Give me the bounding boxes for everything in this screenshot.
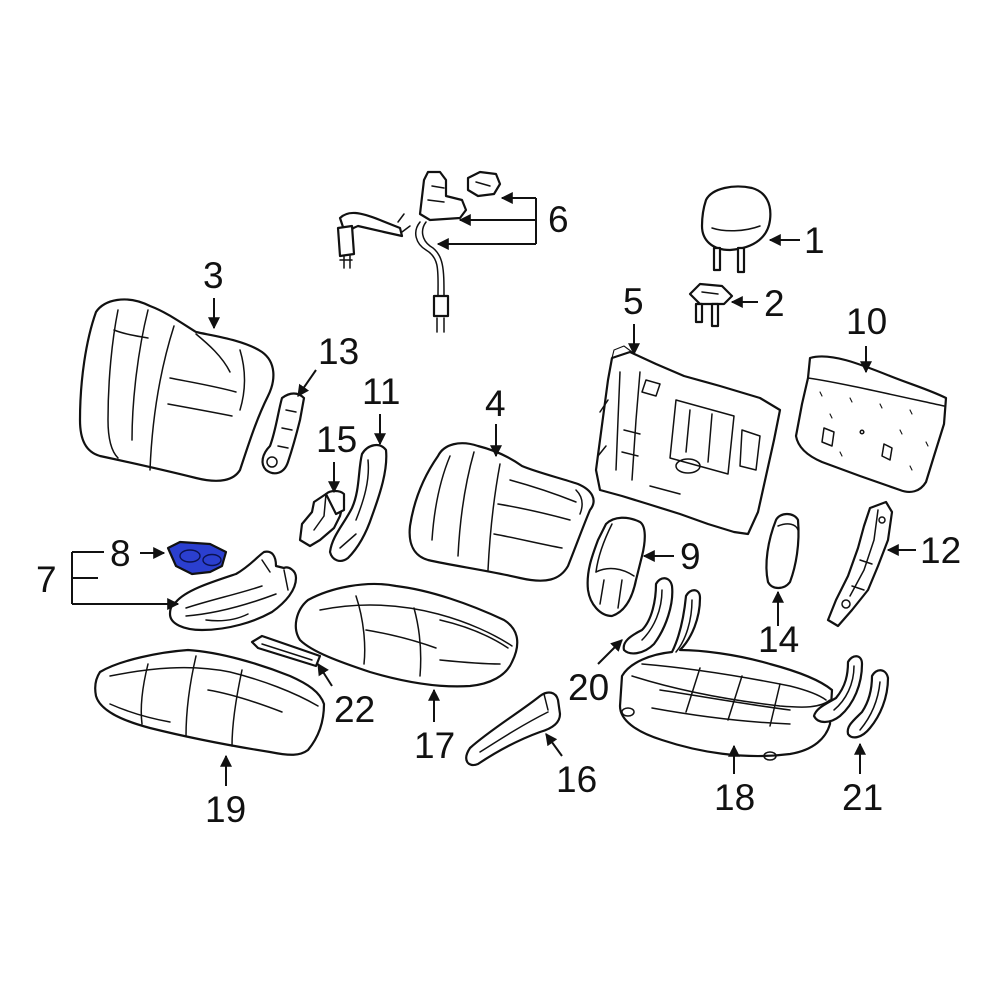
side-trim-part-20 <box>622 577 674 655</box>
callout-6: 6 <box>548 199 569 240</box>
cushion-frame-part <box>618 589 864 761</box>
callout-labels: 1 2 3 4 5 6 7 8 9 10 11 12 13 14 15 16 1… <box>36 199 961 830</box>
callout-16: 16 <box>556 759 597 800</box>
callout-3: 3 <box>203 255 224 296</box>
callout-19: 19 <box>205 789 246 830</box>
callout-17: 17 <box>414 725 455 766</box>
callout-14: 14 <box>758 619 799 660</box>
trim-cover-part-9 <box>586 516 646 618</box>
callout-5: 5 <box>623 281 644 322</box>
callout-7: 7 <box>36 559 57 600</box>
callout-11: 11 <box>362 371 400 412</box>
hinge-cover-part-11 <box>328 444 388 562</box>
trim-cover-part-14 <box>765 512 800 590</box>
side-trim-part-16 <box>465 691 562 767</box>
seat-latch-part <box>336 170 502 333</box>
callout-13: 13 <box>318 331 359 372</box>
seat-cushion-cover-part <box>94 648 326 756</box>
callout-1: 1 <box>804 220 825 261</box>
callout-8: 8 <box>110 533 131 574</box>
bezel-part <box>261 392 306 475</box>
seat-back-cover-left-part <box>78 298 275 482</box>
seat-cushion-pad-part <box>294 582 519 688</box>
callout-15: 15 <box>316 419 357 460</box>
headrest-guide-part <box>688 282 734 328</box>
seat-back-panel-part <box>794 355 948 493</box>
callout-12: 12 <box>920 530 961 571</box>
callout-22: 22 <box>334 689 375 730</box>
callout-2: 2 <box>764 283 785 324</box>
trim-strip-part <box>250 634 322 668</box>
side-trim-part-21 <box>846 669 890 739</box>
hinge-cover-part-12 <box>826 500 894 628</box>
callout-10: 10 <box>846 301 887 342</box>
cup-holder-part <box>166 540 228 576</box>
leader-lines <box>71 192 916 786</box>
callout-4: 4 <box>485 383 506 424</box>
callout-20: 20 <box>568 667 609 708</box>
callout-21: 21 <box>842 777 883 818</box>
callout-18: 18 <box>714 777 755 818</box>
seat-back-frame-part <box>594 345 782 536</box>
callout-9: 9 <box>680 536 701 577</box>
seat-back-cover-center-part <box>408 442 595 582</box>
headrest-part <box>700 185 772 274</box>
armrest-part <box>168 550 298 632</box>
